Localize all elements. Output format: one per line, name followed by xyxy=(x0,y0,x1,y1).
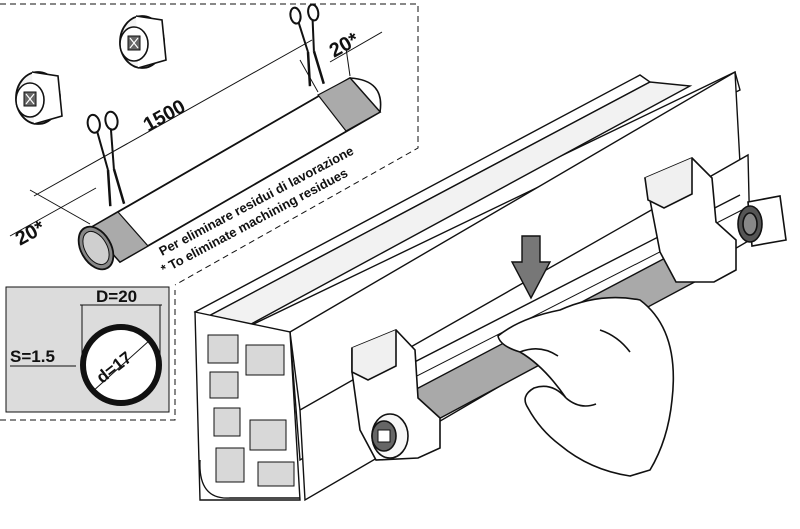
dimension-lines xyxy=(9,31,383,237)
end-cap-icon xyxy=(737,195,787,247)
tube-to-cut xyxy=(77,76,382,271)
tube-section-ring xyxy=(80,324,162,406)
dimension-trim-left: 20* xyxy=(12,216,49,250)
tube-bracket-right xyxy=(644,157,737,283)
wall-thickness-label: S=1.5 xyxy=(10,347,55,366)
scissors-icon xyxy=(86,110,126,207)
end-cap-icon xyxy=(15,71,63,125)
scissors-icon xyxy=(289,3,325,87)
cutting-detail-frame xyxy=(0,3,419,286)
insert-down-arrow-icon xyxy=(510,235,552,300)
hand-illustration xyxy=(497,296,675,477)
dimension-length: 1500 xyxy=(140,96,190,137)
tube-bracket-left xyxy=(351,329,441,461)
dimension-trim-right: 20* xyxy=(326,28,363,62)
cross-section-detail: D=20 S=1.5 d=17 xyxy=(0,286,176,421)
end-cap-icon xyxy=(119,15,167,69)
outer-diameter-label: D=20 xyxy=(96,287,137,306)
